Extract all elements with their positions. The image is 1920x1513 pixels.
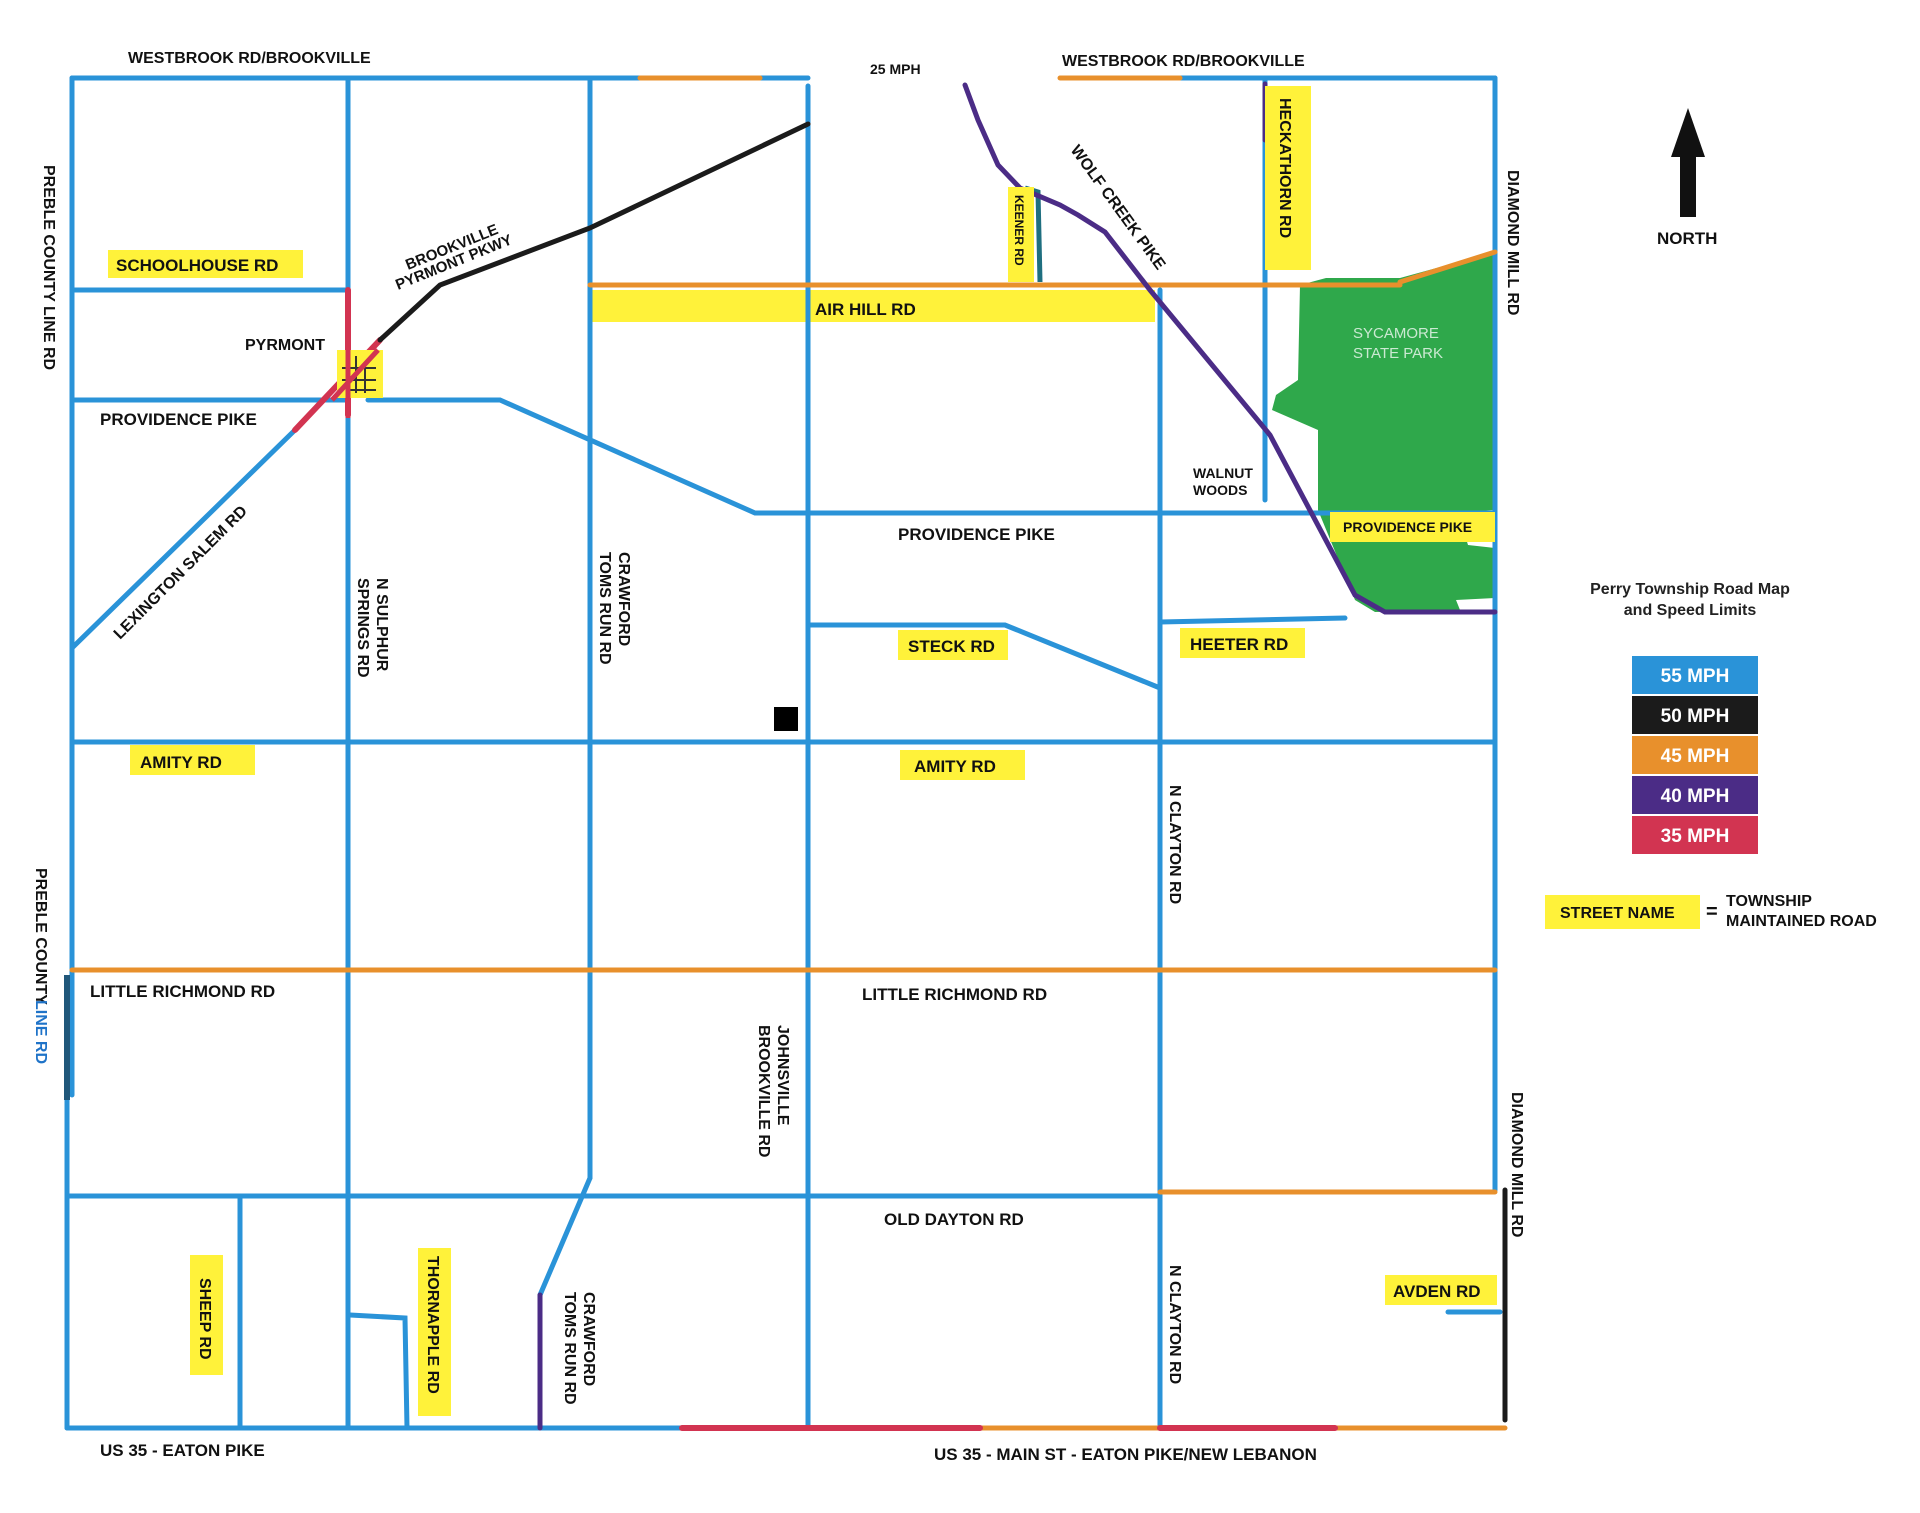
- crawford-north-label-1: CRAWFORD: [615, 552, 632, 646]
- crawford-south-label-1: CRAWFORD: [580, 1292, 597, 1386]
- map-title-line-2: and Speed Limits: [1624, 602, 1757, 619]
- sulphur-springs-label-2: SPRINGS RD: [354, 578, 371, 678]
- old-dayton-road-label: OLD DAYTON RD: [884, 1210, 1024, 1229]
- preble-county-south-label-2: LINE RD: [32, 1000, 49, 1064]
- sycamore-park-label-1: SYCAMORE: [1353, 325, 1439, 342]
- roads-55-mph: [64, 75, 1503, 1431]
- walnut-woods-label-2: WOODS: [1193, 482, 1247, 498]
- legend-swatch-3: [1632, 776, 1758, 814]
- legend-label-4: 35 MPH: [1661, 826, 1730, 847]
- providence-pike-center-label: PROVIDENCE PIKE: [898, 525, 1055, 544]
- legend-swatch-4: [1632, 816, 1758, 854]
- legend-key-text-2: MAINTAINED ROAD: [1726, 913, 1877, 930]
- preble-county-south-label-1: PREBLE COUNTY: [32, 868, 49, 1005]
- legend-label-1: 50 MPH: [1661, 706, 1730, 727]
- map-marker: [774, 707, 798, 731]
- johnsville-label-2: BROOKVILLE RD: [755, 1025, 772, 1157]
- pyrmont-village: [330, 348, 383, 418]
- air-hill-road-highlight: [590, 290, 1155, 322]
- legend-key-equals: =: [1706, 901, 1718, 923]
- westbrook-west-label: WESTBROOK RD/BROOKVILLE: [128, 50, 371, 67]
- legend-swatch-0: [1632, 656, 1758, 694]
- roads-50-mph: [377, 121, 1508, 1423]
- providence-pike-west-label: PROVIDENCE PIKE: [100, 410, 257, 429]
- amity-road-center-label: AMITY RD: [914, 757, 996, 776]
- speed-legend: 55 MPH 50 MPH 45 MPH 40 MPH 35 MPH: [1632, 656, 1758, 854]
- lexington-salem-label: LEXINGTON SALEM RD: [111, 503, 251, 643]
- legend-label-0: 55 MPH: [1661, 666, 1730, 687]
- diamond-mill-north-label: DIAMOND MILL RD: [1504, 170, 1521, 315]
- north-arrow-icon: [1671, 108, 1705, 217]
- crawford-south-label-2: TOMS RUN RD: [561, 1292, 578, 1405]
- crawford-north-label-2: TOMS RUN RD: [596, 552, 613, 665]
- avden-road-label: AVDEN RD: [1393, 1282, 1481, 1301]
- air-hill-road-label: AIR HILL RD: [815, 300, 916, 319]
- legend-label-3: 40 MPH: [1661, 786, 1730, 807]
- legend-key-street-name: STREET NAME: [1560, 905, 1675, 922]
- sheep-road-label: SHEEP RD: [196, 1278, 213, 1360]
- keener-road-label: KEENER RD: [1012, 195, 1026, 266]
- north-label: NORTH: [1657, 229, 1717, 248]
- little-richmond-west-label: LITTLE RICHMOND RD: [90, 982, 275, 1001]
- walnut-woods-label-1: WALNUT: [1193, 465, 1253, 481]
- pyrmont-label: PYRMONT: [245, 337, 325, 354]
- township-label-backgrounds: [108, 86, 1700, 1416]
- roads-45-mph: [69, 75, 1508, 1431]
- sulphur-springs-label-1: N SULPHUR: [373, 578, 390, 672]
- schoolhouse-road-label: SCHOOLHOUSE RD: [116, 256, 278, 275]
- clayton-south-label: N CLAYTON RD: [1166, 1265, 1183, 1384]
- map-title-line-1: Perry Township Road Map: [1590, 581, 1790, 598]
- clayton-north-label: N CLAYTON RD: [1166, 785, 1183, 904]
- diamond-mill-south-label: DIAMOND MILL RD: [1508, 1092, 1525, 1237]
- steck-road-label: STECK RD: [908, 637, 995, 656]
- thornapple-road-label: THORNAPPLE RD: [424, 1256, 441, 1394]
- heckathorn-road-label: HECKATHORN RD: [1276, 98, 1293, 238]
- legend-swatch-1: [1632, 696, 1758, 734]
- johnsville-label-1: JOHNSVILLE: [774, 1025, 791, 1126]
- sycamore-park-label-2: STATE PARK: [1353, 345, 1443, 362]
- little-richmond-center-label: LITTLE RICHMOND RD: [862, 985, 1047, 1004]
- amity-road-west-label: AMITY RD: [140, 753, 222, 772]
- legend-key-text-1: TOWNSHIP: [1726, 893, 1812, 910]
- speed-note-label: 25 MPH: [870, 61, 921, 77]
- heeter-road-label: HEETER RD: [1190, 635, 1288, 654]
- legend-label-2: 45 MPH: [1661, 746, 1730, 767]
- preble-county-north-label: PREBLE COUNTY LINE RD: [40, 165, 57, 370]
- us35-east-label: US 35 - MAIN ST - EATON PIKE/NEW LEBANON: [934, 1445, 1317, 1464]
- legend-swatch-2: [1632, 736, 1758, 774]
- westbrook-east-label: WESTBROOK RD/BROOKVILLE: [1062, 53, 1305, 70]
- sycamore-state-park-area: [1272, 252, 1495, 612]
- us35-west-label: US 35 - EATON PIKE: [100, 1441, 265, 1460]
- wolf-creek-pike-label: WOLF CREEK PIKE: [1067, 142, 1169, 273]
- providence-pike-east-label: PROVIDENCE PIKE: [1343, 519, 1472, 535]
